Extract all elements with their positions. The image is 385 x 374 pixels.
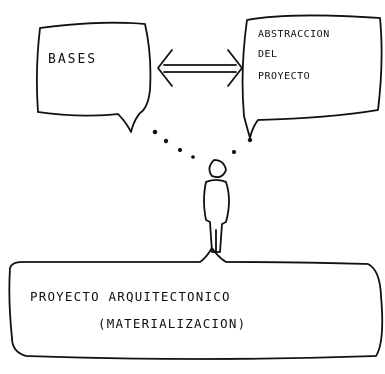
project-title: PROYECTO ARQUITECTONICO bbox=[30, 289, 231, 304]
bases-label: BASES bbox=[48, 52, 97, 67]
double-arrow-icon bbox=[157, 49, 243, 87]
project-box bbox=[8, 247, 384, 360]
person-figure bbox=[203, 159, 230, 253]
abstraction-bubble bbox=[241, 14, 383, 139]
abstraction-line-2: DEL bbox=[258, 49, 278, 60]
abstraction-line-1: ABSTRACCION bbox=[258, 29, 330, 40]
abstraction-line-3: PROYECTO bbox=[258, 71, 310, 82]
bases-bubble bbox=[35, 21, 152, 133]
project-subtitle: (MATERIALIZACION) bbox=[98, 316, 246, 331]
thought-dots bbox=[152, 129, 253, 159]
